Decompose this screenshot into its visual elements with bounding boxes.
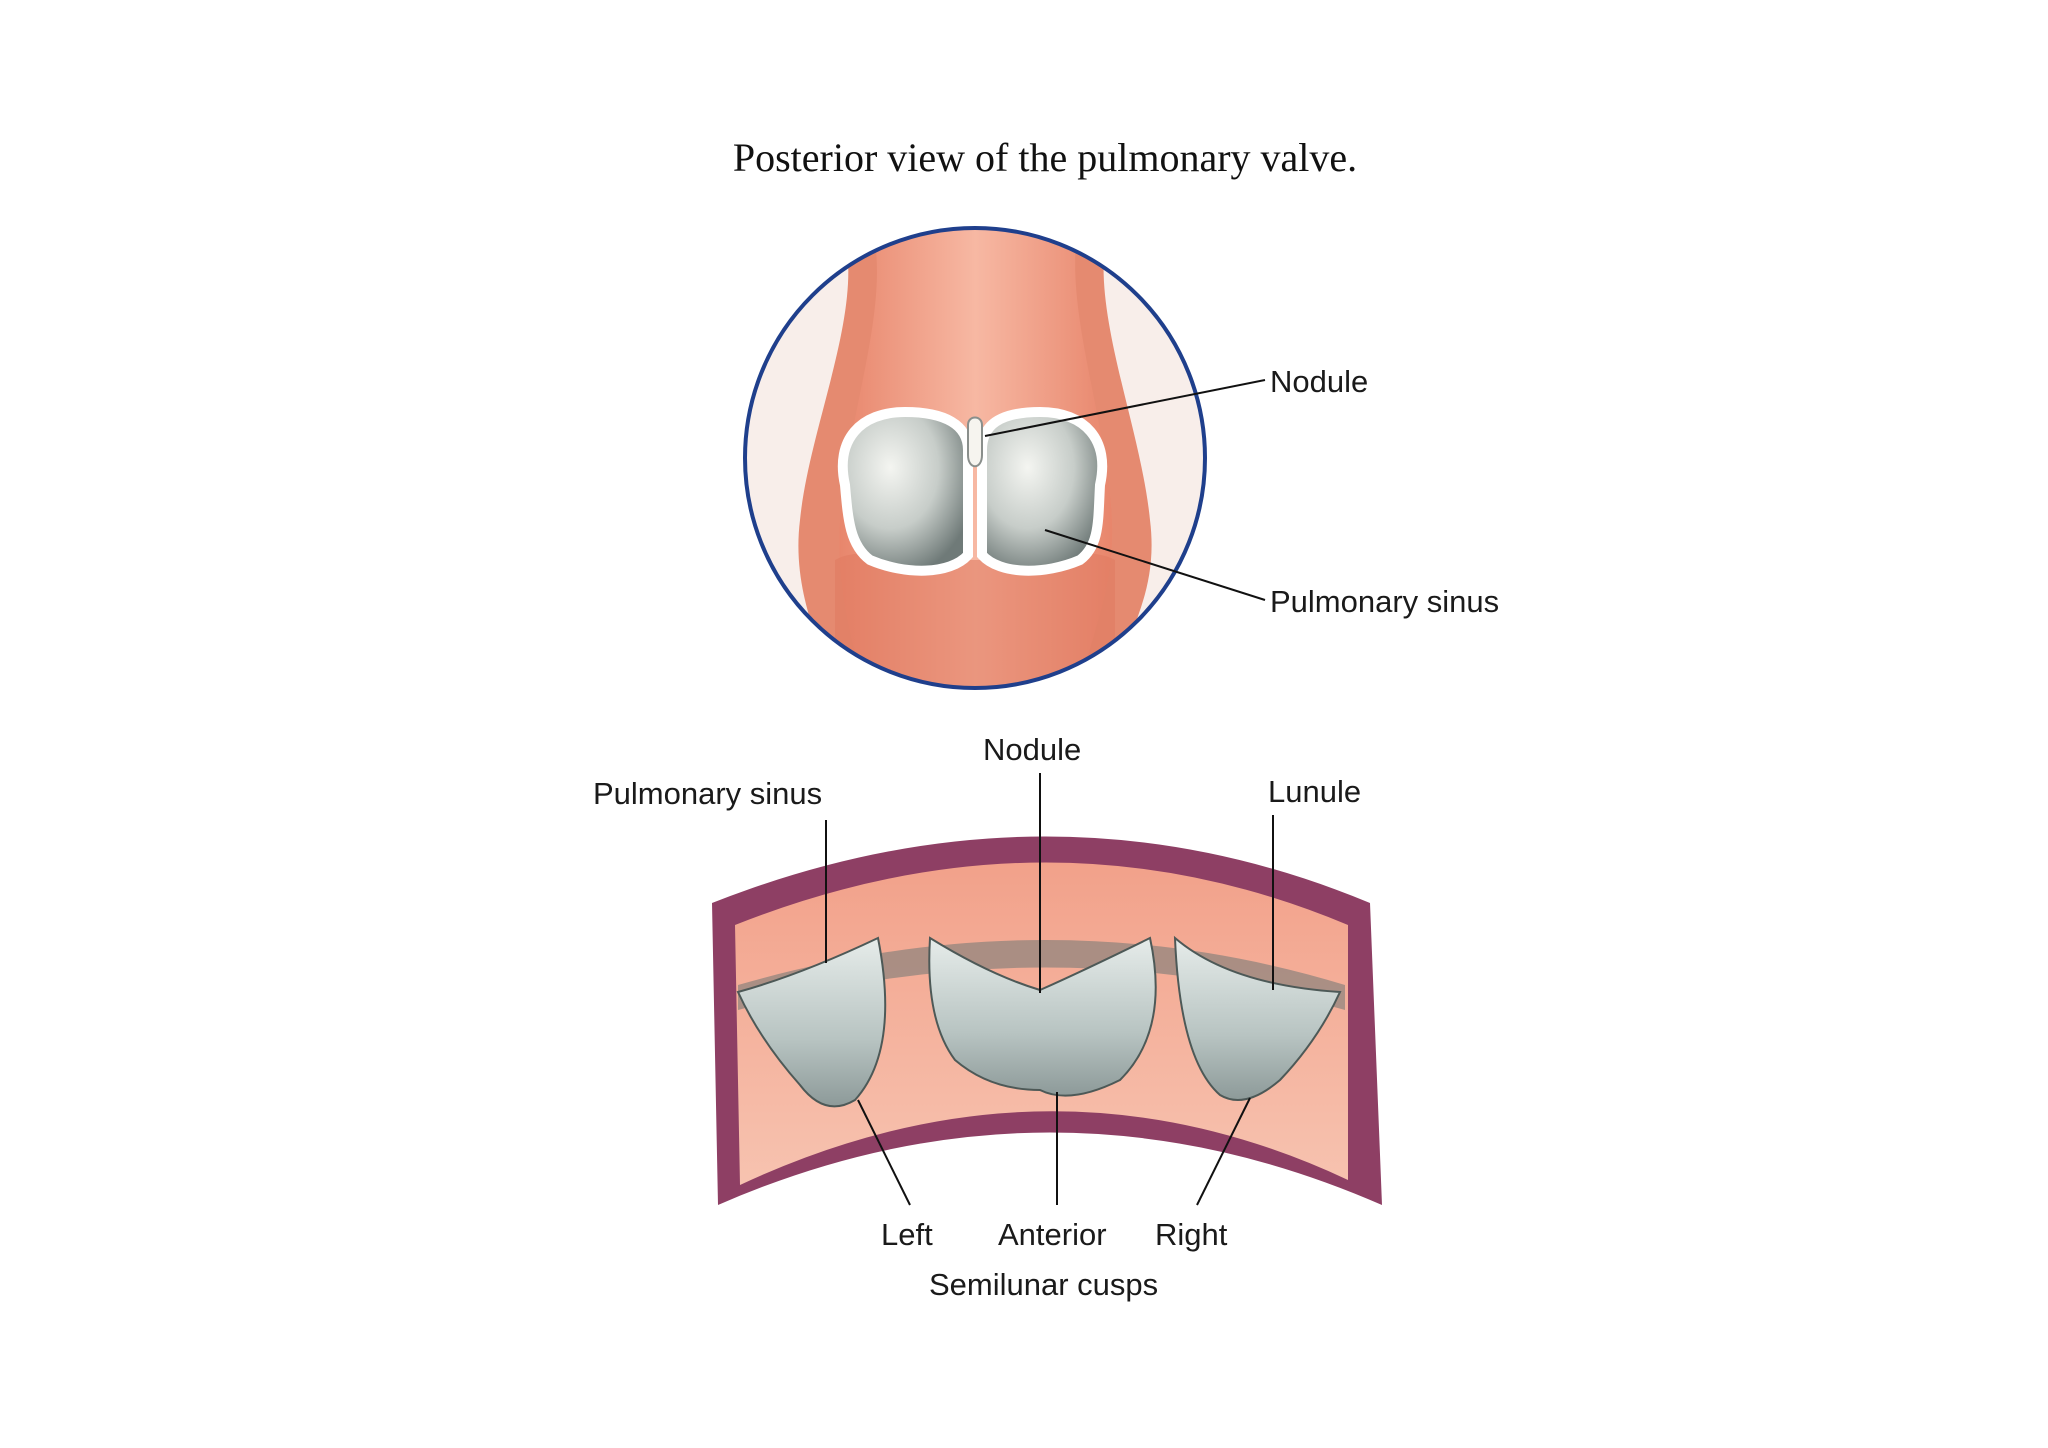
top-right-cusp: [977, 406, 1108, 576]
sinus-leader-top: [1044, 529, 1266, 601]
right-cusp: [1173, 935, 1342, 1101]
left-cusp: [736, 936, 887, 1108]
page-title: Posterior view of the pulmonary valve.: [732, 135, 1358, 180]
left-leader: [857, 1099, 911, 1206]
lower-lumen: [835, 553, 1115, 688]
label-pulmonary-sinus-top: Pulmonary sinus: [1270, 584, 1499, 619]
top-left-cusp: [837, 406, 973, 576]
label-pulmonary-sinus-bottom: Pulmonary sinus: [593, 776, 822, 811]
top-circular-view: [743, 226, 1207, 690]
label-left: Left: [881, 1217, 933, 1252]
label-nodule-bottom: Nodule: [983, 732, 1081, 767]
label-lunule: Lunule: [1268, 774, 1361, 809]
label-semilunar-cusps: Semilunar cusps: [929, 1267, 1158, 1302]
label-anterior: Anterior: [998, 1217, 1107, 1252]
circle-outline: [743, 226, 1207, 690]
nodule-leader-top: [984, 379, 1266, 437]
right-leader: [1196, 1097, 1251, 1206]
label-nodule-top: Nodule: [1270, 364, 1368, 399]
bottom-opened-view: [712, 836, 1382, 1205]
top-nodule: [967, 416, 983, 468]
label-right: Right: [1155, 1217, 1228, 1252]
